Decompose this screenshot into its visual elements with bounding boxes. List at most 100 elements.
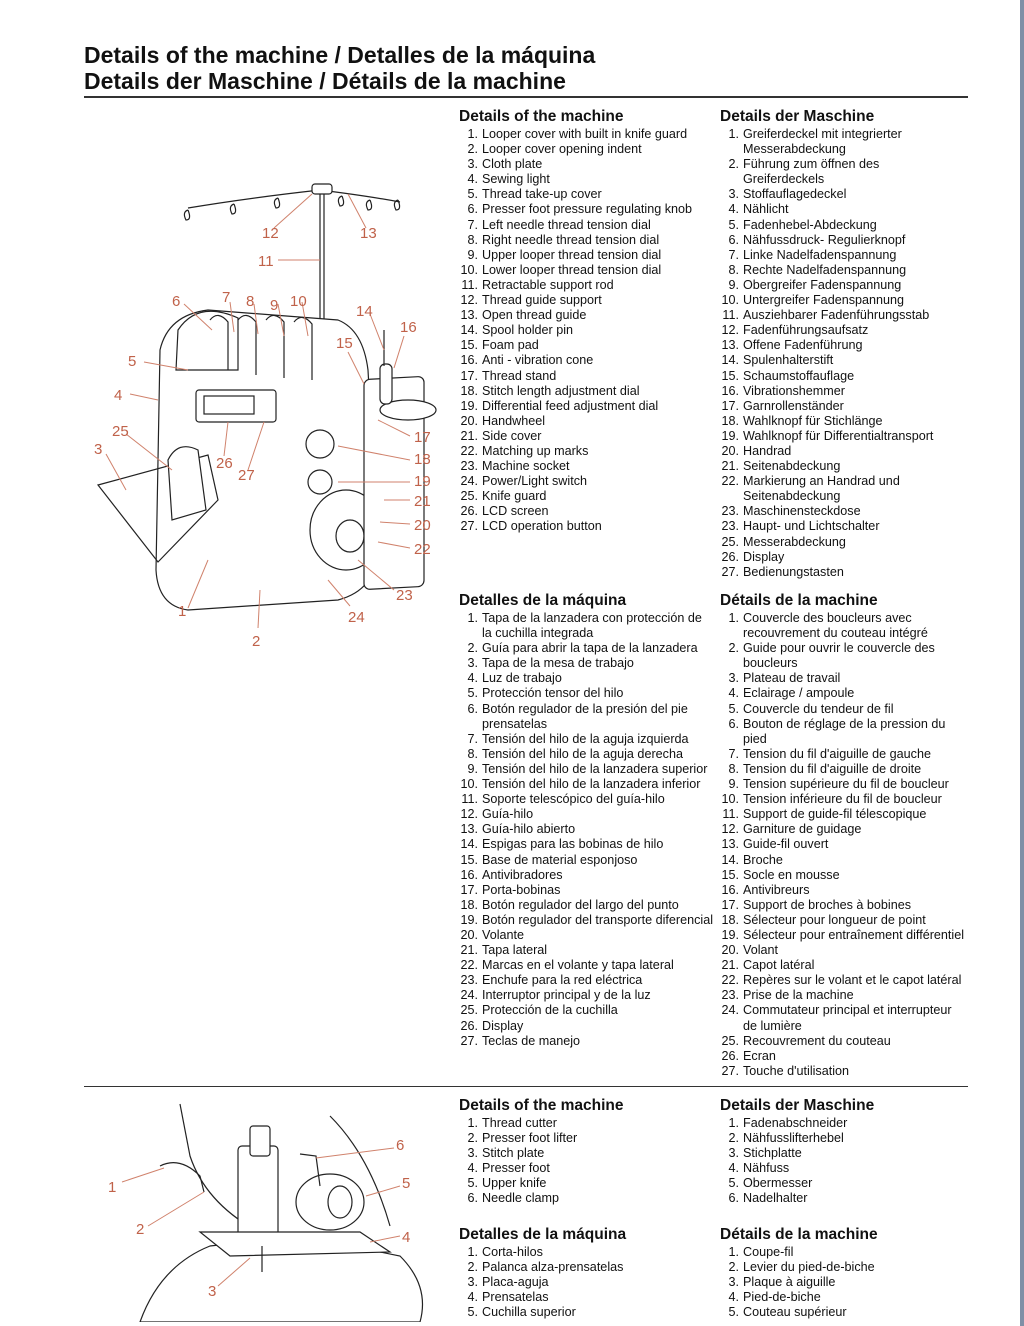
item-text: Lower looper thread tension dial — [482, 262, 662, 277]
list-item: 27. Teclas de manejo — [459, 1034, 713, 1049]
list-item: 20.Volante — [459, 928, 713, 943]
item-number: 24. — [460, 988, 478, 1003]
callout-12: 12 — [262, 225, 279, 242]
item-number: 2. — [728, 641, 739, 656]
item-number: 2. — [728, 1260, 739, 1275]
item-number: 6. — [728, 232, 739, 247]
list-item: 5.Upper knife — [459, 1176, 624, 1191]
page-title: Details of the machine / Detalles de la … — [84, 42, 984, 94]
list-item: 13.Guide-fil ouvert — [720, 837, 964, 852]
detail-callout-leaders — [121, 1147, 401, 1287]
item-text: Levier du pied-de-biche — [743, 1260, 875, 1275]
parts-list-es: 1.Tapa de la lanzadera con protección de… — [459, 611, 713, 1049]
item-number: 5. — [467, 187, 478, 202]
item-number: 27. — [460, 519, 478, 534]
item-text: Stichplatte — [743, 1146, 802, 1161]
item-number: 5. — [728, 701, 739, 716]
item-number: 4. — [728, 1161, 739, 1176]
item-number: 23. — [460, 459, 478, 474]
item-number: 3. — [728, 671, 739, 686]
callout-24: 24 — [348, 609, 365, 626]
item-text: Botón regulador de la presión del pie — [482, 701, 688, 716]
detail-callout-3: 3 — [208, 1283, 216, 1300]
item-text: Botón regulador del transporte diferenci… — [482, 912, 714, 927]
list-item: 16.Vibrationshemmer — [720, 384, 933, 399]
list-item: 2.Führung zum öffnen des — [720, 157, 933, 172]
list-item: 12.Guía-hilo — [459, 807, 713, 822]
list-item: 6.Bouton de réglage de la pression du — [720, 717, 964, 732]
list-item: 25.Messerabdeckung — [720, 535, 933, 550]
item-number: 20. — [460, 927, 478, 942]
item-text: Guide pour ouvrir le couvercle des — [743, 641, 935, 656]
list-item: 2. Levier du pied-de-biche — [720, 1260, 878, 1275]
callout-11: 11 — [258, 253, 274, 270]
item-number: 15. — [721, 867, 739, 882]
item-text: Seitenabdeckung — [743, 459, 841, 474]
list-item: prensatelas — [459, 717, 713, 732]
list-item: 16.Antivibradores — [459, 868, 713, 883]
item-text: Prise de la machine — [743, 988, 854, 1003]
list-item: 7.Tensión del hilo de la aguja izquierda — [459, 732, 713, 747]
item-number: 7. — [728, 746, 739, 761]
list-item: 1.Greiferdeckel mit integrierter — [720, 127, 933, 142]
item-number: 10. — [460, 262, 478, 277]
list-item: 16.Anti - vibration cone — [459, 353, 692, 368]
page-title-line-2: Details der Maschine / Détails de la mac… — [84, 68, 566, 94]
item-number: 6. — [467, 1191, 478, 1206]
list-item: 3.Stichplatte — [720, 1146, 874, 1161]
item-number: 4. — [467, 1290, 478, 1305]
item-text: Display — [743, 549, 785, 564]
list-item: 5.Obermesser — [720, 1176, 874, 1191]
callout-5: 5 — [128, 353, 136, 370]
item-text: Tension supérieure du fil de boucleur — [743, 777, 949, 792]
item-text: Haupt- und Lichtschalter — [743, 519, 880, 534]
item-text: Tensión del hilo de la lanzadera inferio… — [482, 777, 701, 792]
list-item: 17.Porta-bobinas — [459, 883, 713, 898]
list-item: 25.Knife guard — [459, 489, 692, 504]
list-item: 7.Tension du fil d'aiguille de gauche — [720, 747, 964, 762]
list-item: 17.Support de broches à bobines — [720, 898, 964, 913]
item-number: 27. — [460, 1033, 478, 1048]
list-item: 26.Display — [720, 550, 933, 565]
item-number: 14. — [460, 323, 478, 338]
item-text: Couvercle des boucleurs avec — [743, 611, 912, 625]
item-text: Cuchilla superior — [482, 1305, 576, 1320]
item-number: 1. — [728, 127, 739, 141]
list-item: 11.Retractable support rod — [459, 278, 692, 293]
item-text: Open thread guide — [482, 308, 587, 323]
item-text: Touche d'utilisation — [743, 1063, 850, 1078]
list-item: 11.Soporte telescópico del guía-hilo — [459, 792, 713, 807]
item-number: 8. — [467, 232, 478, 247]
list-item: 6.Nadelhalter — [720, 1191, 874, 1206]
item-number: 6. — [728, 1191, 739, 1206]
callout-labels: 1 2 3 4 5 6 7 8 9 10 11 12 13 14 15 16 1… — [94, 225, 431, 650]
item-number: 22. — [721, 973, 739, 988]
item-number: 17. — [721, 897, 739, 912]
item-number: 18. — [460, 897, 478, 912]
item-text: Protección de la cuchilla — [482, 1003, 618, 1018]
list-item: 4.Nählicht — [720, 202, 933, 217]
item-number: 2. — [467, 1131, 478, 1146]
item-text: Teclas de manejo — [482, 1033, 581, 1048]
item-text: Differential feed adjustment dial — [482, 398, 659, 413]
callout-20: 20 — [414, 517, 431, 534]
item-text: Machine socket — [482, 459, 570, 474]
item-number: 5. — [467, 686, 478, 701]
item-number: 17. — [460, 368, 478, 383]
detail-callout-labels: 1 2 3 4 5 6 — [108, 1137, 410, 1300]
item-number: 25. — [721, 534, 739, 549]
item-text: Thread take-up cover — [482, 187, 602, 202]
callout-3: 3 — [94, 441, 102, 458]
item-text: Ecran — [743, 1048, 776, 1063]
item-number: 2. — [467, 1260, 478, 1275]
list-item: Seitenabdeckung — [720, 489, 933, 504]
item-text: Capot latéral — [743, 958, 815, 973]
item-text: Prensatelas — [482, 1290, 549, 1305]
section-title-de-2: Details der Maschine — [720, 1097, 875, 1114]
item-text: boucleurs — [743, 656, 798, 671]
item-text: Guía-hilo abierto — [482, 822, 576, 837]
item-number: 20. — [721, 943, 739, 958]
list-item: 21.Capot latéral — [720, 958, 964, 973]
